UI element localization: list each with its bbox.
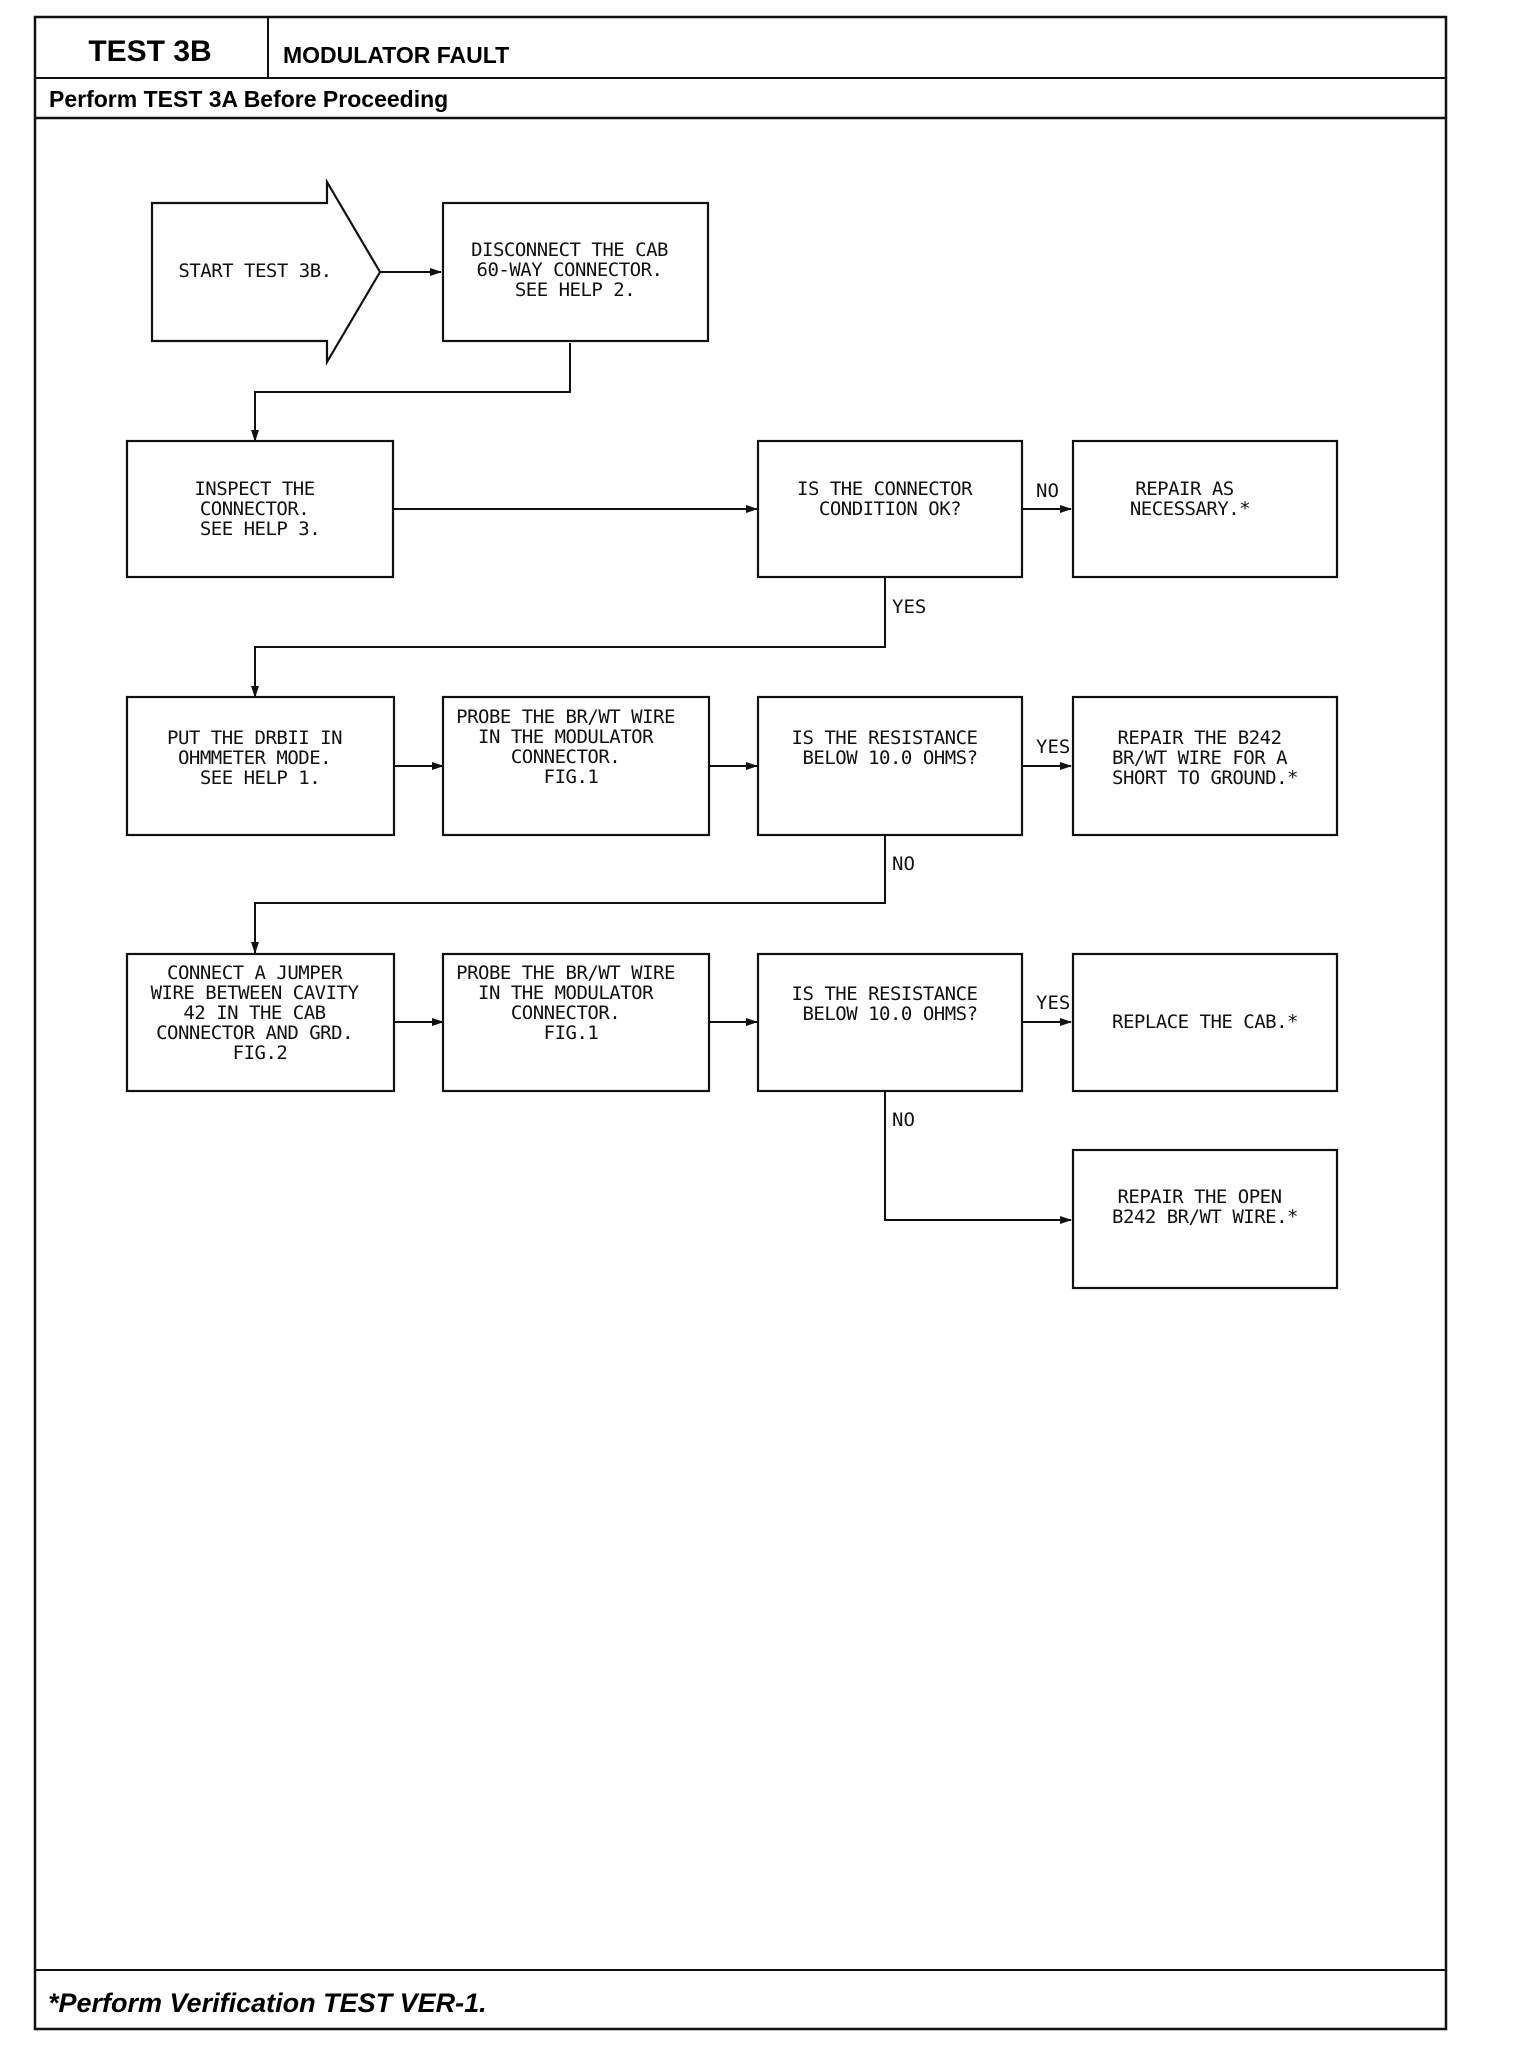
probe1-line: IN THE MODULATOR (478, 726, 654, 748)
disconnect-text: DISCONNECT THE CAB 60-WAY CONNECTOR. SEE… (471, 239, 679, 301)
box-jumper (125, 952, 396, 1093)
inspect-line: INSPECT THE (194, 478, 314, 500)
resistance2-line: IS THE RESISTANCE (792, 983, 978, 1005)
box-probe1 (441, 695, 711, 837)
box-inspect (125, 439, 395, 579)
box-resistance1 (756, 695, 1024, 837)
inspect-line: CONNECTOR. (200, 498, 309, 520)
resistance1-line: BELOW 10.0 OHMS? (802, 747, 977, 769)
connector-resistance1-jumper (251, 835, 886, 954)
box-repair-open (1071, 1148, 1339, 1290)
box-resistance2 (756, 952, 1024, 1093)
condition-ok-line: IS THE CONNECTOR (797, 478, 973, 500)
jumper-line: WIRE BETWEEN CAVITY (151, 982, 360, 1004)
ohmmeter-text: PUT THE DRBII IN OHMMETER MODE. SEE HELP… (167, 727, 353, 789)
resistance2-text: IS THE RESISTANCE BELOW 10.0 OHMS? (792, 983, 989, 1025)
flow-node-text: START TEST 3B. DISCONNECT THE CAB 60-WAY… (151, 239, 1299, 1228)
condition-ok-text: IS THE CONNECTOR CONDITION OK? (797, 478, 983, 520)
ohmmeter-line: PUT THE DRBII IN (167, 727, 342, 749)
connector-disconnect-inspect (251, 343, 571, 442)
inspect-line: SEE HELP 3. (200, 518, 320, 540)
disconnect-line: 60-WAY CONNECTOR. (477, 259, 663, 281)
probe2-line: FIG.1 (544, 1022, 599, 1044)
box-replace-cab (1071, 952, 1339, 1093)
repair-short-text: REPAIR THE B242 BR/WT WIRE FOR A SHORT T… (1112, 727, 1298, 789)
flow-boxes (125, 201, 1339, 1290)
probe2-text: PROBE THE BR/WT WIRE IN THE MODULATOR CO… (456, 962, 686, 1044)
resistance1-text: IS THE RESISTANCE BELOW 10.0 OHMS? (792, 727, 989, 769)
disconnect-line: SEE HELP 2. (515, 279, 635, 301)
prerequisite-note: Perform TEST 3A Before Proceeding (49, 86, 448, 112)
probe2-line: CONNECTOR. (511, 1002, 620, 1024)
start-text: START TEST 3B. (178, 260, 331, 282)
box-condition-ok (756, 439, 1024, 579)
branch-label-resistance2-no: NO (892, 1109, 915, 1131)
probe2-line: IN THE MODULATOR (478, 982, 654, 1004)
resistance1-line: IS THE RESISTANCE (792, 727, 978, 749)
jumper-line: 42 IN THE CAB (183, 1002, 325, 1024)
repair-necessary-line: NECESSARY.* (1130, 498, 1250, 520)
connector-resistance2-repair-open (884, 1091, 1072, 1224)
branch-label-resistance2-yes: YES (1036, 992, 1070, 1014)
repair-open-line: B242 BR/WT WIRE.* (1112, 1206, 1298, 1228)
branch-label-condition-no: NO (1036, 480, 1059, 502)
jumper-line: CONNECTOR AND GRD. (156, 1022, 353, 1044)
repair-open-line: REPAIR THE OPEN (1117, 1186, 1281, 1208)
probe1-line: PROBE THE BR/WT WIRE (456, 706, 675, 728)
probe1-line: FIG.1 (544, 766, 599, 788)
repair-short-line: REPAIR THE B242 (1117, 727, 1281, 749)
ohmmeter-line: SEE HELP 1. (200, 767, 320, 789)
repair-necessary-text: REPAIR AS NECESSARY.* (1130, 478, 1250, 520)
replace-cab-line: REPLACE THE CAB.* (1112, 1011, 1298, 1033)
inspect-text: INSPECT THE CONNECTOR. SEE HELP 3. (194, 478, 325, 540)
start-arrow-shape (150, 177, 382, 367)
repair-necessary-line: REPAIR AS (1135, 478, 1234, 500)
page-frame (33, 15, 1448, 2031)
box-probe2 (441, 952, 711, 1093)
branch-label-condition-yes: YES (892, 596, 926, 618)
resistance2-line: BELOW 10.0 OHMS? (802, 1003, 977, 1025)
box-repair-necessary (1071, 439, 1339, 579)
verification-note: *Perform Verification TEST VER-1. (48, 1988, 487, 2018)
probe1-text: PROBE THE BR/WT WIRE IN THE MODULATOR CO… (456, 706, 686, 788)
repair-short-line: BR/WT WIRE FOR A (1112, 747, 1288, 769)
jumper-line: CONNECT A JUMPER (167, 962, 343, 984)
box-repair-short (1071, 695, 1339, 837)
branch-label-resistance1-yes: YES (1036, 736, 1070, 758)
box-disconnect (441, 201, 710, 343)
repair-open-text: REPAIR THE OPEN B242 BR/WT WIRE.* (1112, 1186, 1298, 1228)
branch-label-resistance1-no: NO (892, 853, 915, 875)
test-title: MODULATOR FAULT (283, 42, 509, 68)
test-label: TEST 3B (88, 35, 211, 68)
jumper-line: FIG.2 (233, 1042, 288, 1064)
connector-condition-ohmmeter (251, 577, 886, 698)
repair-short-line: SHORT TO GROUND.* (1112, 767, 1298, 789)
condition-ok-line: CONDITION OK? (819, 498, 961, 520)
probe2-line: PROBE THE BR/WT WIRE (456, 962, 675, 984)
box-ohmmeter (125, 695, 396, 837)
jumper-text: CONNECT A JUMPER WIRE BETWEEN CAVITY 42 … (151, 962, 370, 1064)
flow-connectors (251, 268, 1072, 1224)
start-line: START TEST 3B. (178, 260, 331, 282)
probe1-line: CONNECTOR. (511, 746, 620, 768)
disconnect-line: DISCONNECT THE CAB (471, 239, 668, 261)
replace-cab-text: REPLACE THE CAB.* (1112, 1011, 1298, 1033)
ohmmeter-line: OHMMETER MODE. (178, 747, 331, 769)
